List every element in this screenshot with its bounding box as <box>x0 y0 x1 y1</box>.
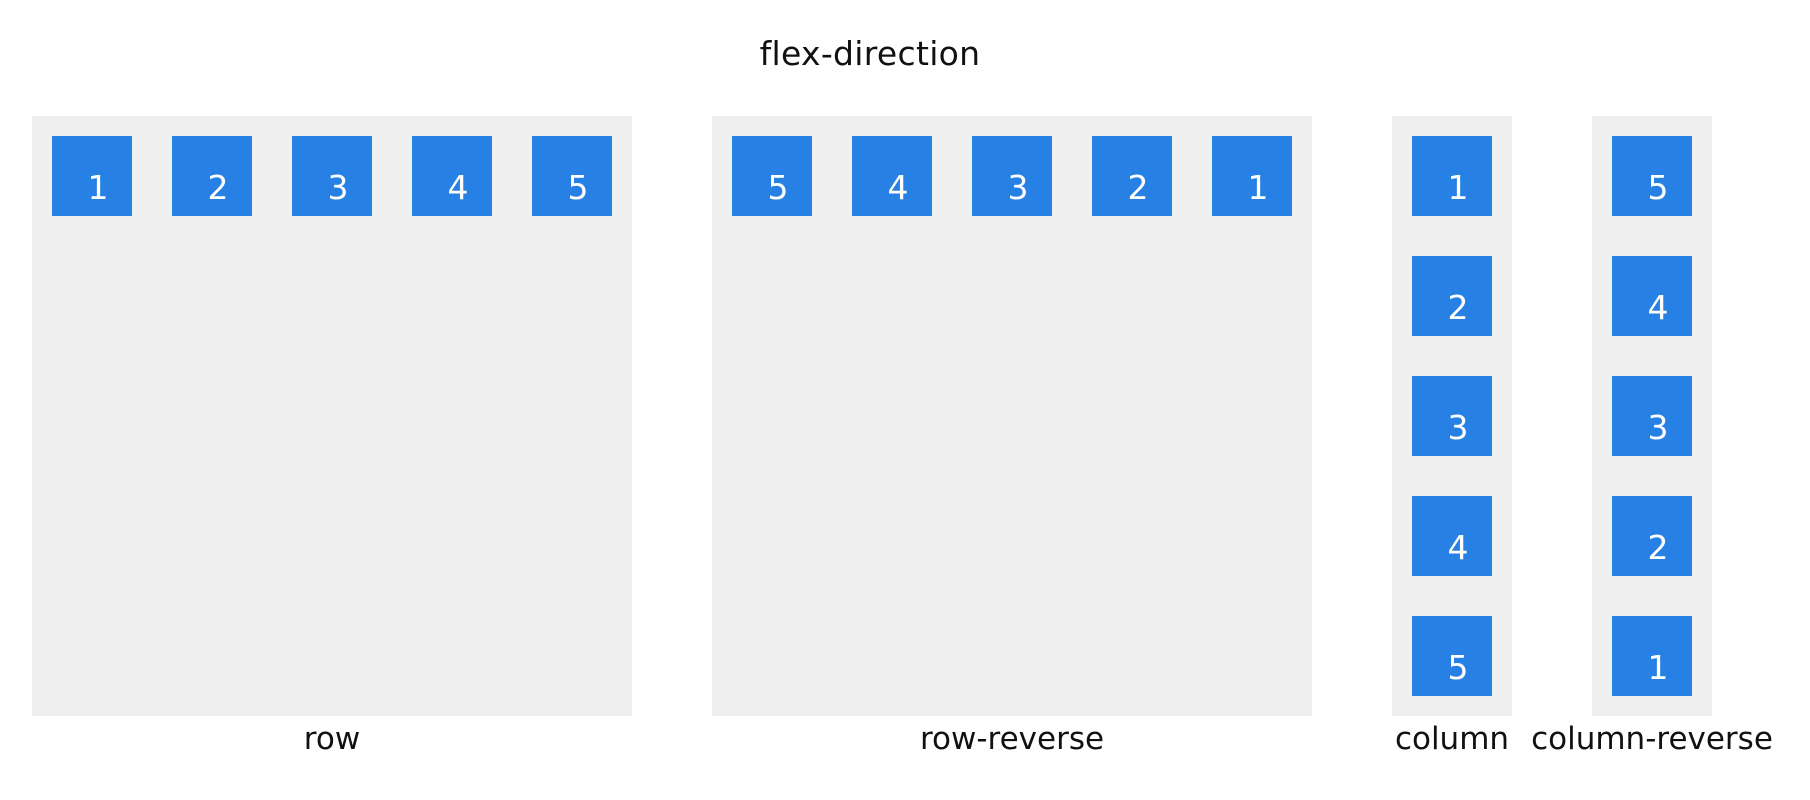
flex-item: 2 <box>1412 256 1492 336</box>
caption-column-reverse: column-reverse <box>1531 721 1773 757</box>
flex-item: 3 <box>972 136 1052 216</box>
panel-column: 1 2 3 4 5 <box>1392 116 1512 716</box>
flex-item: 1 <box>1412 136 1492 216</box>
caption-row-reverse: row-reverse <box>919 721 1105 757</box>
flex-item: 3 <box>1412 376 1492 456</box>
diagram-title: flex-direction <box>759 34 981 73</box>
panel-row: 1 2 3 4 5 <box>32 116 632 716</box>
caption-column: column <box>1394 721 1510 757</box>
flex-item: 5 <box>732 136 812 216</box>
panel-column-reverse: 5 4 3 2 1 <box>1592 116 1712 716</box>
flex-item: 2 <box>1092 136 1172 216</box>
flex-item: 4 <box>1612 256 1692 336</box>
flex-item: 4 <box>852 136 932 216</box>
flex-item: 5 <box>532 136 612 216</box>
flex-item: 5 <box>1612 136 1692 216</box>
flex-item: 2 <box>1612 496 1692 576</box>
flex-item: 1 <box>1612 616 1692 696</box>
flex-item: 3 <box>1612 376 1692 456</box>
flex-item: 1 <box>1212 136 1292 216</box>
flex-item: 3 <box>292 136 372 216</box>
flex-item: 5 <box>1412 616 1492 696</box>
caption-row: row <box>303 721 361 757</box>
flex-item: 4 <box>412 136 492 216</box>
panel-row-reverse: 5 4 3 2 1 <box>712 116 1312 716</box>
flex-item: 4 <box>1412 496 1492 576</box>
flex-item: 1 <box>52 136 132 216</box>
flex-item: 2 <box>172 136 252 216</box>
